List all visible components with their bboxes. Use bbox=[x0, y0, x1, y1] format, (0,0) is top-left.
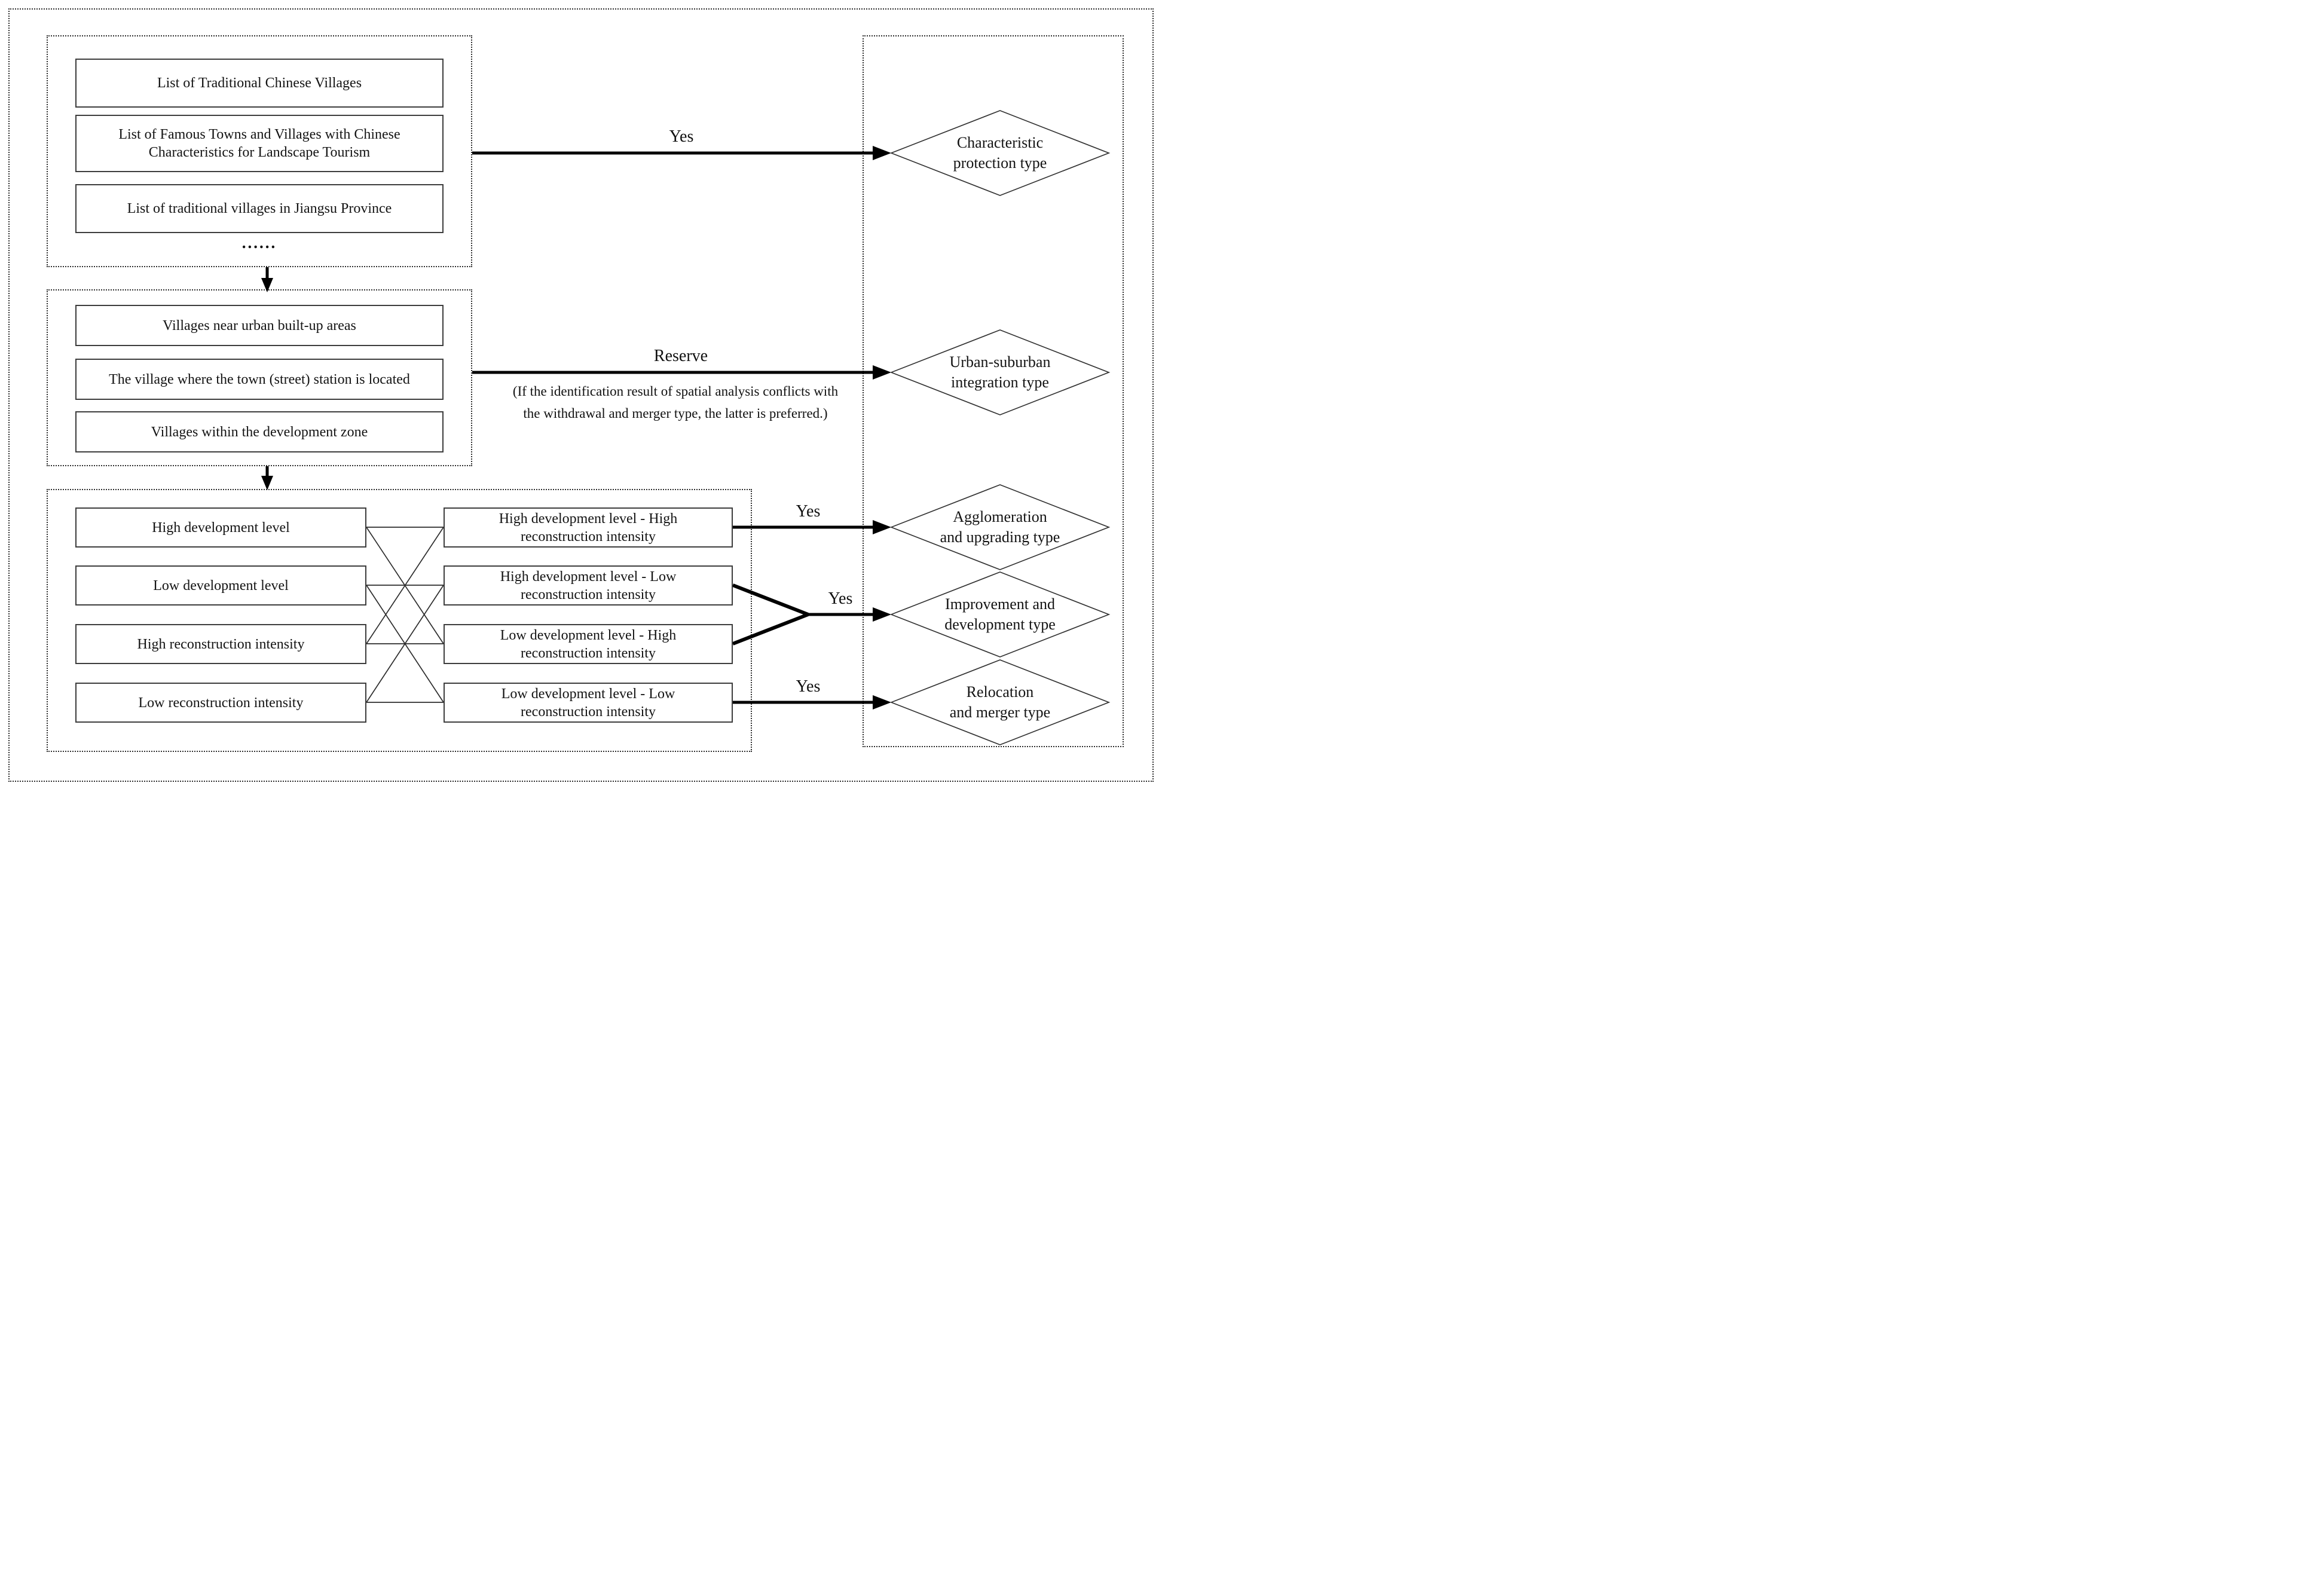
yes-arrow-agglomeration bbox=[733, 520, 891, 534]
node-label: High development level bbox=[152, 519, 290, 536]
node-label: High reconstruction intensity bbox=[137, 636, 305, 652]
edge-label-yes-agglomeration: Yes bbox=[796, 502, 821, 521]
node-low-reconstruction-intensity: Low reconstruction intensity bbox=[75, 683, 366, 723]
diamond-relocation-shape bbox=[889, 659, 1111, 745]
outer-dotted-border bbox=[8, 8, 1154, 782]
node-label: Low development level - High reconstruct… bbox=[500, 627, 677, 661]
diamond-characteristic-protection-shape bbox=[889, 110, 1111, 196]
development-matrix-group-box bbox=[47, 489, 752, 752]
node-label: Villages near urban built-up areas bbox=[163, 317, 356, 334]
node-label: High development level - High reconstruc… bbox=[499, 510, 678, 545]
source-lists-group-box bbox=[47, 35, 472, 267]
edge-label-yes-characteristic: Yes bbox=[669, 127, 694, 146]
node-label: Villages within the development zone bbox=[151, 424, 368, 440]
matrix-connector-lines bbox=[366, 527, 444, 703]
node-label: Low reconstruction intensity bbox=[138, 695, 304, 711]
outcome-agglomeration-upgrading: Agglomeration and upgrading type bbox=[940, 508, 1060, 546]
node-combo-high-low: High development level - Low reconstruct… bbox=[444, 565, 733, 606]
node-label: The village where the town (street) stat… bbox=[109, 371, 410, 387]
node-low-development-level: Low development level bbox=[75, 565, 366, 606]
node-traditional-chinese-villages: List of Traditional Chinese Villages bbox=[75, 59, 444, 108]
node-label: List of Traditional Chinese Villages bbox=[157, 75, 362, 91]
outcome-relocation-merger: Relocation and merger type bbox=[949, 683, 1051, 721]
node-villages-in-development-zone: Villages within the development zone bbox=[75, 411, 444, 452]
outcome-types-group-box bbox=[863, 35, 1124, 747]
yes-arrow-relocation bbox=[733, 695, 891, 710]
edge-note-reserve-condition: (If the identification result of spatial… bbox=[512, 384, 839, 421]
node-label: High development level - Low reconstruct… bbox=[500, 568, 677, 603]
diamond-agglomeration-shape bbox=[889, 484, 1111, 570]
node-high-reconstruction-intensity: High reconstruction intensity bbox=[75, 624, 366, 664]
connector-layer bbox=[261, 110, 1111, 745]
edge-label-yes-improvement: Yes bbox=[828, 589, 853, 608]
village-classification-flowchart: List of Traditional Chinese Villages Lis… bbox=[0, 0, 1162, 790]
node-label: Low development level bbox=[153, 577, 289, 594]
outcome-improvement-development: Improvement and development type bbox=[944, 595, 1056, 633]
down-arrow-sources-to-spatial bbox=[261, 267, 273, 292]
node-famous-towns-villages: List of Famous Towns and Villages with C… bbox=[75, 115, 444, 172]
outcome-characteristic-protection: Characteristic protection type bbox=[953, 134, 1047, 172]
node-label: Low development level - Low reconstructi… bbox=[501, 686, 675, 720]
node-jiangsu-traditional-villages: List of traditional villages in Jiangsu … bbox=[75, 184, 444, 233]
edge-label-yes-relocation: Yes bbox=[796, 677, 821, 696]
diamond-improvement-shape bbox=[889, 571, 1111, 658]
node-combo-high-high: High development level - High reconstruc… bbox=[444, 507, 733, 548]
node-label: List of traditional villages in Jiangsu … bbox=[127, 201, 392, 216]
edge-label-reserve: Reserve bbox=[653, 347, 708, 365]
source-lists-ellipsis: ...... bbox=[241, 233, 277, 252]
node-combo-low-high: Low development level - High reconstruct… bbox=[444, 624, 733, 664]
spatial-criteria-group-box bbox=[47, 289, 472, 466]
outcome-diamond-shapes bbox=[889, 110, 1111, 745]
yes-arrow-characteristic bbox=[472, 146, 891, 160]
node-combo-low-low: Low development level - Low reconstructi… bbox=[444, 683, 733, 723]
diamond-urban-suburban-shape bbox=[889, 329, 1111, 415]
node-high-development-level: High development level bbox=[75, 507, 366, 548]
reserve-arrow-urban-suburban bbox=[472, 365, 891, 380]
outcome-urban-suburban-integration: Urban-suburban integration type bbox=[949, 353, 1051, 391]
node-villages-near-built-up-areas: Villages near urban built-up areas bbox=[75, 305, 444, 346]
node-label: List of Famous Towns and Villages with C… bbox=[118, 127, 400, 160]
node-town-street-station-village: The village where the town (street) stat… bbox=[75, 359, 444, 400]
yes-arrow-improvement-merged bbox=[732, 583, 891, 646]
down-arrow-spatial-to-matrix bbox=[261, 466, 273, 490]
